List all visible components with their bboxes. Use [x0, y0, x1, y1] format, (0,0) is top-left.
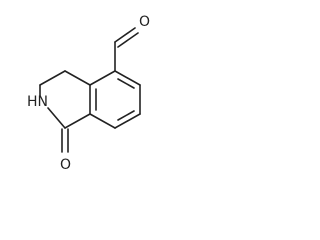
- bond-c4a-c4: [64, 70, 91, 86]
- bond-c8-c8a: [89, 113, 116, 129]
- ketone-group: [61, 128, 69, 153]
- bond-c5-c6: [114, 70, 141, 86]
- double-bond-c5-c6: [117, 78, 135, 89]
- aromatic-ring: [89, 70, 141, 129]
- lactam-ring: [39, 70, 91, 129]
- bond-c1-c8a: [64, 113, 91, 129]
- double-bond-c7-c8: [117, 110, 135, 121]
- bond-c4a-c5: [89, 70, 116, 86]
- bond-c4-c3: [39, 70, 66, 86]
- bond-c7-c8: [114, 113, 141, 129]
- ketone-oxygen-label: O: [60, 157, 71, 173]
- molecule-canvas: O HN O: [0, 0, 165, 196]
- bond-cho-o: [114, 27, 136, 43]
- structure-diagram: O HN O: [27, 14, 150, 173]
- bond-n2-c1: [47, 107, 66, 129]
- aldehyde-oxygen-label: O: [139, 14, 150, 30]
- aldehyde-group: [114, 27, 139, 72]
- double-bond-cho-o: [117, 32, 139, 48]
- amide-nitrogen-label: HN: [27, 94, 48, 110]
